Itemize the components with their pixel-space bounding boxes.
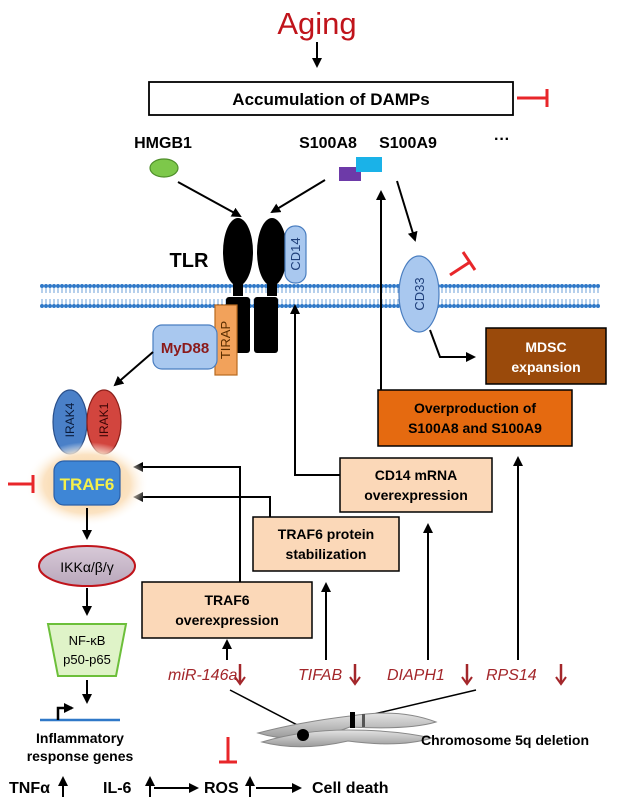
- s100a8-label: S100A8: [299, 135, 357, 152]
- rps14-down-head: [555, 676, 567, 686]
- overproduction-line1: Overproduction of: [414, 400, 536, 416]
- myd88-label: MyD88: [161, 340, 209, 357]
- rps14-label: RPS14: [486, 667, 537, 684]
- nfkb-line1: NF-κB: [69, 633, 106, 648]
- cd14-mrna-to-cd14-arrow: [290, 304, 340, 476]
- promoter-icon: [40, 703, 120, 722]
- diaph1-label: DIAPH1: [387, 667, 445, 684]
- mir146a-down-head: [234, 676, 246, 686]
- s100-to-cd33-arrow: [396, 180, 418, 242]
- mir146a-label: miR-146a: [168, 667, 237, 684]
- cd33-receptor: [398, 255, 440, 333]
- traf6-over-line1: TRAF6: [204, 592, 249, 608]
- damps-inhibit-icon: [517, 89, 549, 107]
- tifab-label: TIFAB: [298, 667, 342, 684]
- ikk-complex: [38, 545, 136, 587]
- mdsc-box: [485, 327, 607, 385]
- cd14-receptor: [284, 225, 307, 284]
- cd14-mrna-line2: overexpression: [364, 487, 468, 503]
- cd33-inhibit-icon: [449, 251, 477, 277]
- traf6-protein-box: [252, 516, 400, 572]
- s100-dimer-icon: [339, 157, 382, 181]
- overproduction-line2: S100A8 and S100A9: [408, 420, 542, 436]
- hmgb1-icon: [149, 158, 179, 178]
- overproduction-box: [377, 389, 573, 447]
- hmgb1-label: HMGB1: [134, 135, 192, 152]
- mdsc-line2: expansion: [511, 359, 580, 375]
- traf6-protein-line2: stabilization: [286, 546, 367, 562]
- s100-to-tlr-arrow: [270, 179, 326, 214]
- cd33-to-mdsc-arrow: [429, 329, 476, 362]
- cell-membrane: [40, 283, 600, 309]
- cd14-mrna-box: [339, 457, 493, 513]
- chromosome-label: Chromosome 5q deletion: [421, 732, 589, 748]
- traf6-protein-to-traf6-arrow: [133, 492, 271, 517]
- nfkb-complex: [46, 623, 128, 677]
- ikk-label: IKKα/β/γ: [60, 559, 114, 575]
- traf6-inhibit-icon: [8, 475, 35, 493]
- aging-title: Aging: [277, 6, 356, 41]
- traf6-over-box: [141, 581, 313, 639]
- cell-death-label: Cell death: [312, 780, 388, 797]
- hmgb1-to-tlr-arrow: [177, 181, 242, 217]
- tnfa-label: TNFα: [9, 780, 50, 797]
- traf6-node: [53, 460, 121, 506]
- mdsc-line1: MDSC: [525, 339, 566, 355]
- irak1-label: IRAK1: [97, 402, 111, 437]
- tifab-down-head: [349, 676, 361, 686]
- tlr-label: TLR: [170, 250, 209, 272]
- traf6-over-line2: overexpression: [175, 612, 279, 628]
- myd88-to-irak-arrow: [113, 351, 154, 387]
- irak4-label: IRAK4: [63, 402, 77, 437]
- cd14-region-to-traf6-arrow: [133, 462, 241, 582]
- s100a9-label: S100A9: [379, 135, 437, 152]
- tirap-label: TIRAP: [218, 321, 233, 359]
- damps-box: [148, 81, 514, 116]
- cd14-mrna-line1: CD14 mRNA: [375, 467, 457, 483]
- diaph1-down-head: [461, 676, 473, 686]
- chromosome-5q-icon: [229, 689, 477, 748]
- il6-label: IL-6: [103, 780, 132, 797]
- ros-inhibit-icon: [219, 737, 237, 764]
- traf6-protein-line1: TRAF6 protein: [278, 526, 374, 542]
- damps-label: Accumulation of DAMPs: [232, 90, 429, 109]
- inflammatory-line1: Inflammatory: [36, 730, 124, 746]
- cd14-label: CD14: [288, 237, 303, 270]
- traf6-label: TRAF6: [60, 475, 115, 494]
- myd88-adaptor: [152, 324, 218, 370]
- ros-label: ROS: [204, 780, 239, 797]
- inflammatory-line2: response genes: [27, 748, 134, 764]
- nfkb-line2: p50-p65: [63, 652, 111, 667]
- ellipsis-label: ···: [494, 131, 510, 148]
- cd33-label: CD33: [412, 277, 427, 310]
